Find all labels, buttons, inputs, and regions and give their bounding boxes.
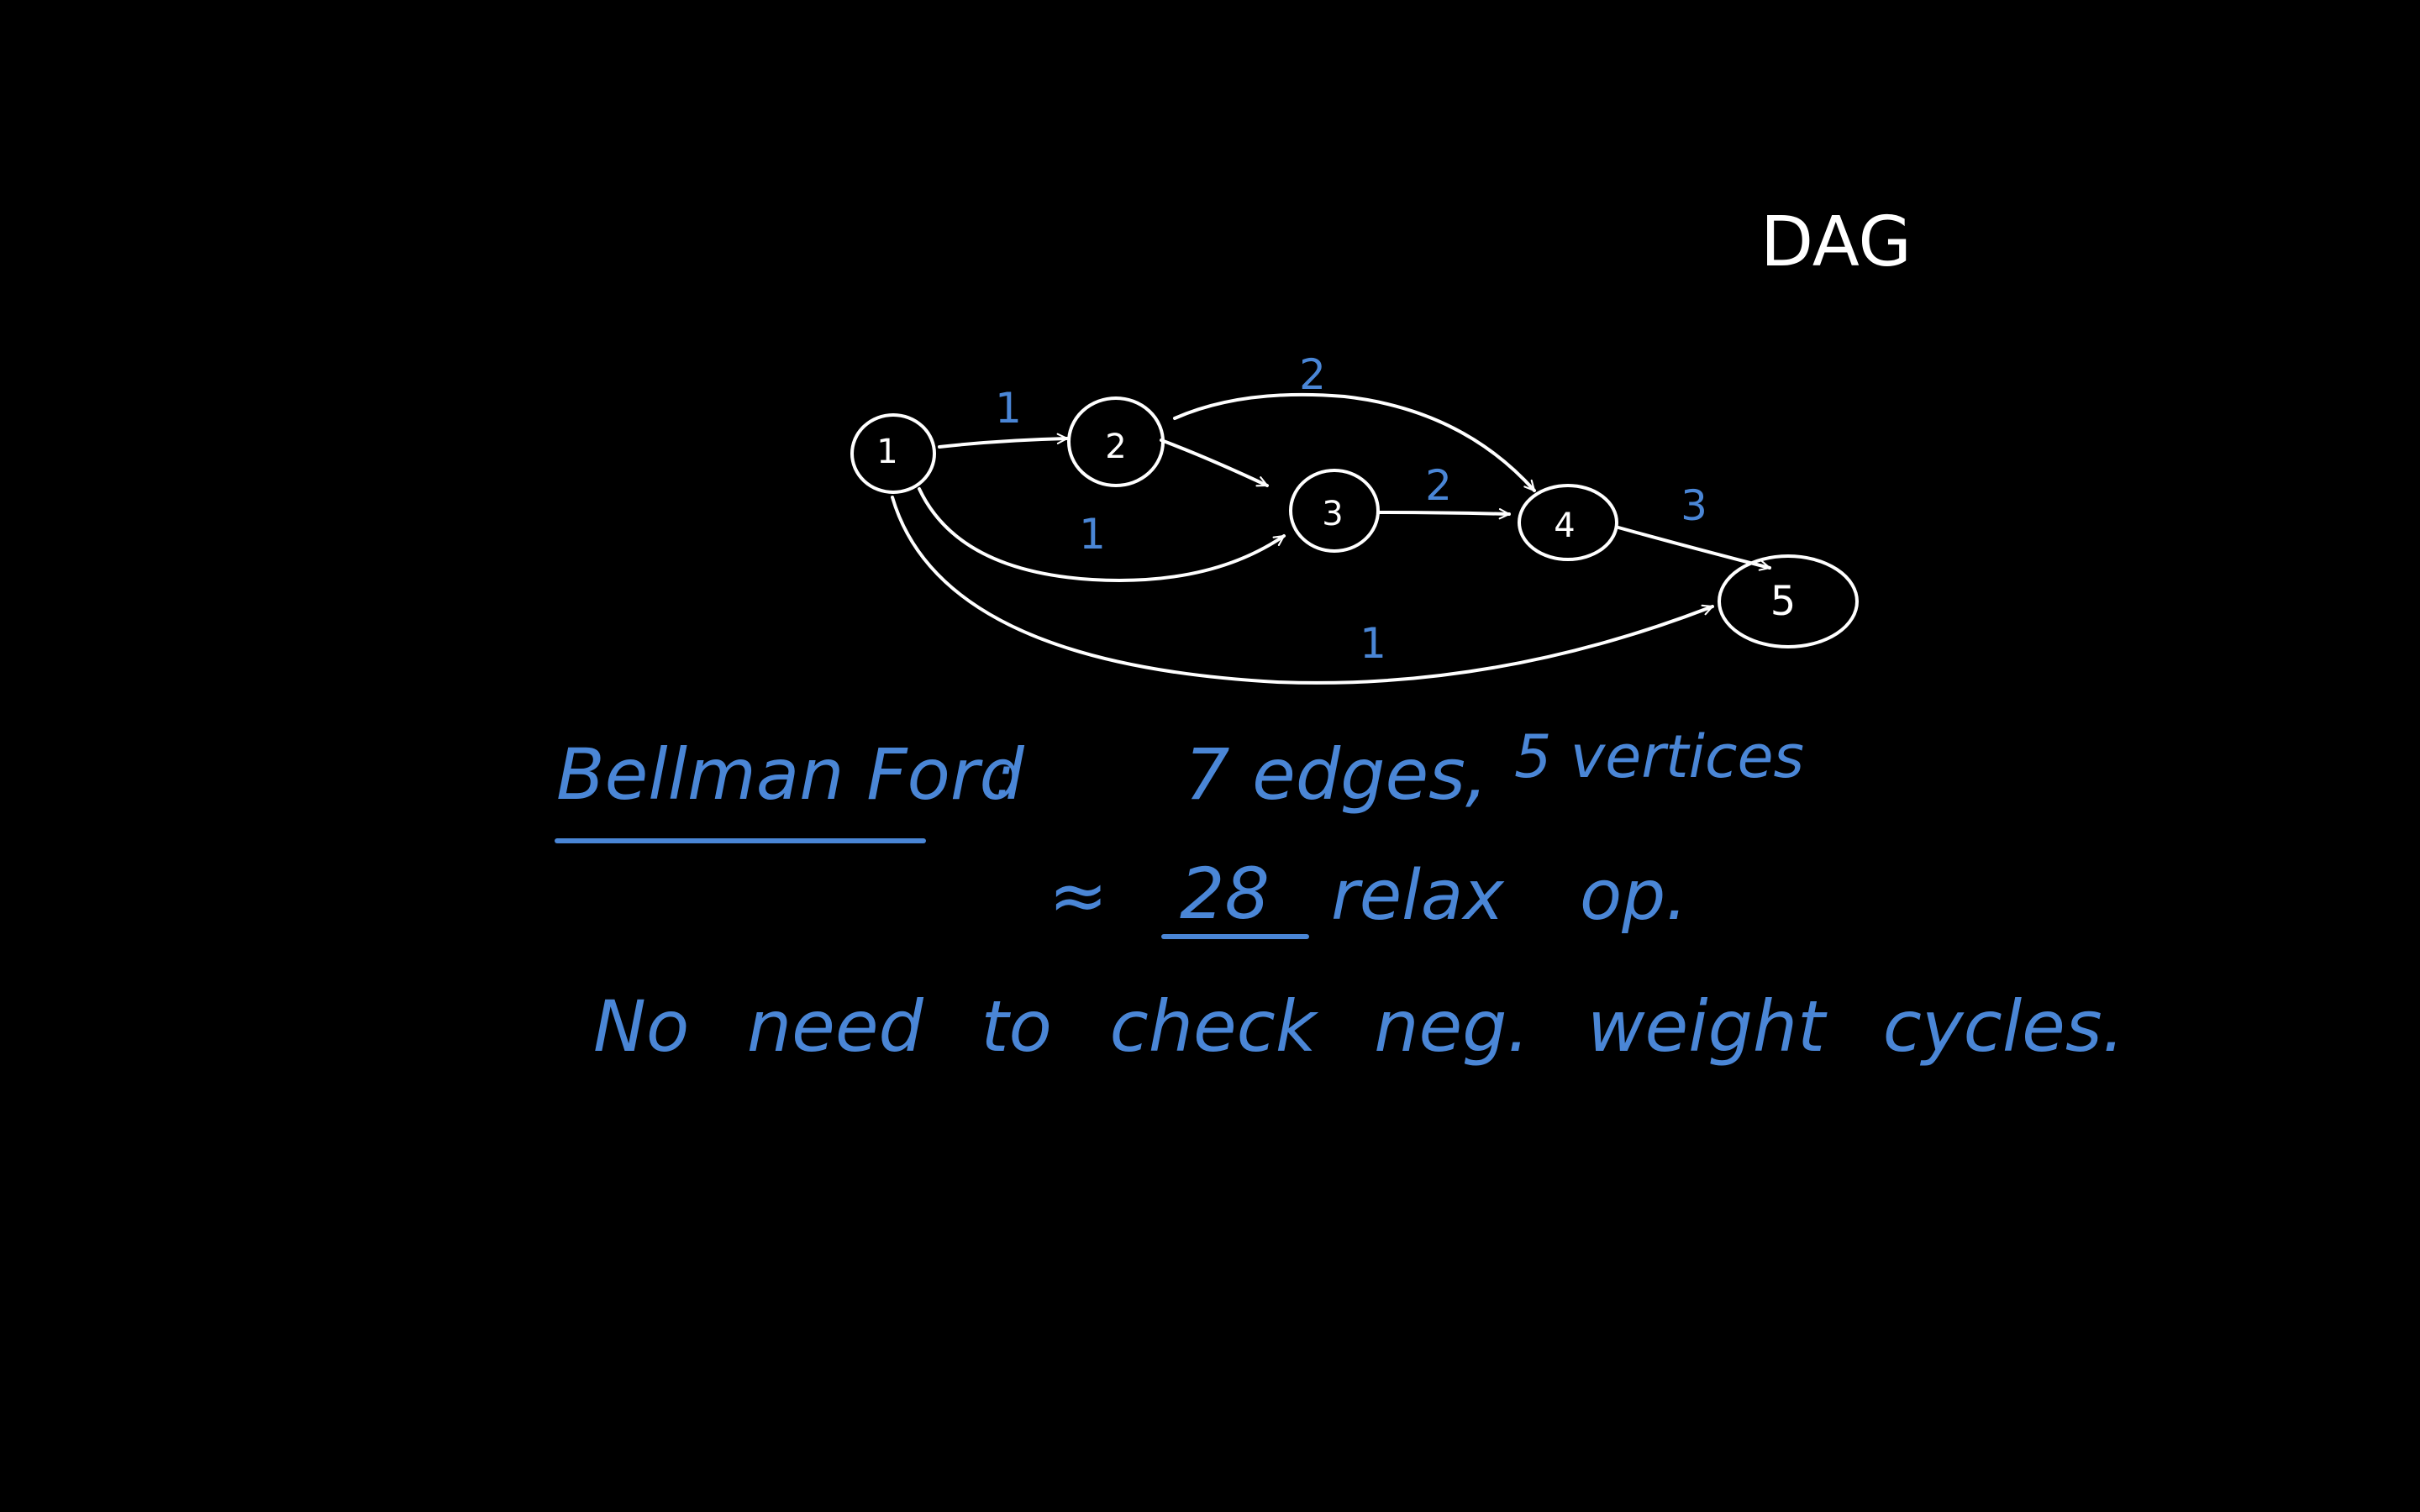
edge-1-5 (891, 496, 1714, 685)
vertex-count-note: 5 vertices (1514, 722, 1804, 791)
node-5: 5 (1718, 554, 1859, 648)
bellman-ford-underline (555, 838, 926, 843)
weight-4-5: 3 (1681, 481, 1707, 530)
node-1: 1 (850, 413, 936, 494)
dag-title: DAG (1760, 202, 1912, 282)
relax-count-underline (1161, 934, 1309, 939)
weight-1-3: 1 (1079, 510, 1106, 559)
approx-symbol: ≈ (1049, 854, 1108, 937)
edge-2-4 (1173, 392, 1536, 492)
edge-1-2 (938, 433, 1069, 449)
bellman-ford-colon: : (995, 743, 1015, 811)
node-2-label: 2 (1105, 428, 1126, 466)
edge-4-5 (1617, 526, 1771, 571)
weight-1-5: 1 (1360, 619, 1386, 668)
edge-1-3 (918, 487, 1286, 582)
edge-3-4 (1376, 508, 1511, 520)
relax-count: 28 (1180, 853, 1270, 935)
node-3: 3 (1289, 469, 1380, 553)
node-5-label: 5 (1770, 578, 1797, 625)
relax-op-text: op. (1580, 856, 1688, 936)
bellman-ford-heading: Bellman Ford (556, 733, 1024, 816)
weight-1-2: 1 (995, 384, 1022, 433)
node-1-label: 1 (876, 433, 897, 471)
node-4: 4 (1518, 484, 1618, 561)
weight-3-4: 2 (1425, 461, 1452, 510)
node-3-label: 3 (1322, 495, 1343, 533)
edge-count-note: 7 edges, (1185, 733, 1488, 816)
relax-text: relax (1331, 856, 1504, 936)
node-4-label: 4 (1554, 507, 1575, 545)
edge-2-3 (1160, 438, 1269, 487)
node-2: 2 (1067, 396, 1165, 487)
weight-2-4: 2 (1299, 350, 1326, 399)
no-neg-cycle-check-note: No need to check neg. weight cycles. (593, 985, 2125, 1068)
